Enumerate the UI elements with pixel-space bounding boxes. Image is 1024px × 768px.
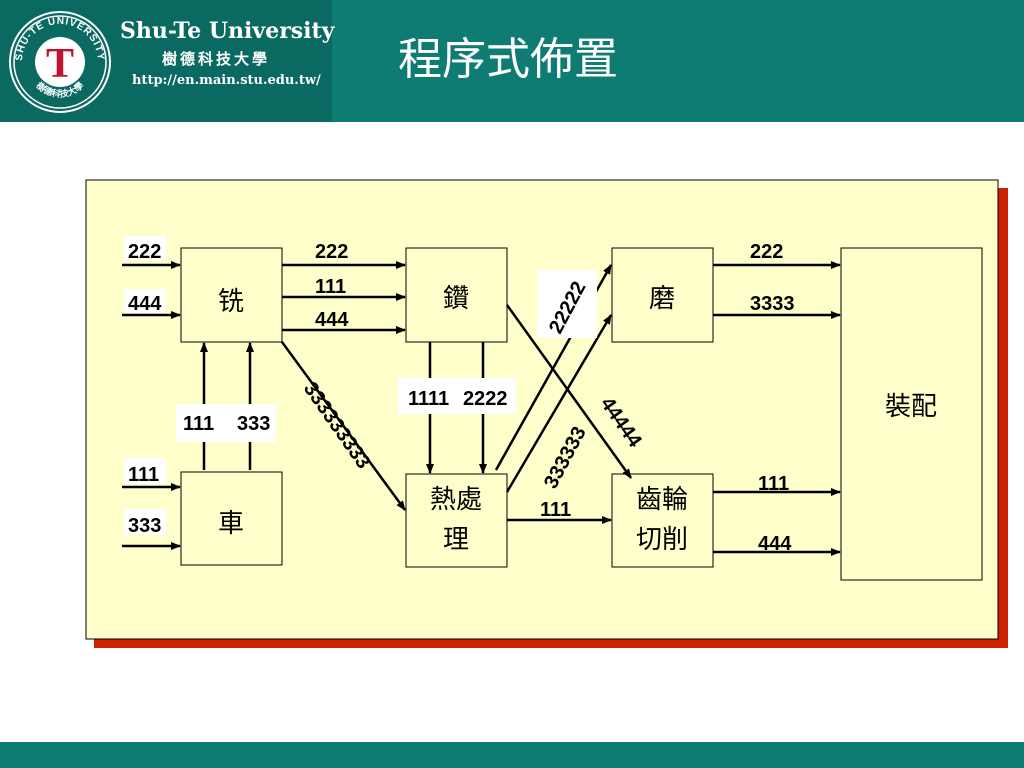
label-lathe-mill-1: 111 bbox=[183, 413, 214, 435]
label-mill-drill-1: 222 bbox=[315, 241, 348, 263]
header-bar: SHU-TE UNIVERSITY 樹德科技大學 T Shu-Te Univer… bbox=[0, 0, 1024, 122]
node-heat-treat-label-2: 理 bbox=[443, 525, 469, 555]
label-mill-in-bottom: 444 bbox=[128, 293, 162, 315]
label-gear-assembly-1: 111 bbox=[758, 473, 789, 495]
node-gear-cut bbox=[611, 473, 714, 568]
logo-panel: SHU-TE UNIVERSITY 樹德科技大學 T Shu-Te Univer… bbox=[0, 0, 335, 122]
page-title: 程序式佈置 bbox=[398, 34, 618, 85]
label-gear-assembly-2: 444 bbox=[758, 533, 792, 555]
node-gear-cut-label-2: 切削 bbox=[636, 525, 688, 555]
arrow-mill-heat bbox=[280, 341, 407, 511]
label-drill-heat-2: 2222 bbox=[463, 388, 508, 410]
node-heat-treat bbox=[405, 473, 508, 568]
node-gear-cut-label-1: 齒輪 bbox=[636, 485, 688, 515]
node-lathe bbox=[180, 471, 283, 566]
node-mill-label: 铣 bbox=[218, 287, 244, 317]
seal-letter: T bbox=[46, 41, 74, 87]
node-lathe-label: 車 bbox=[218, 509, 244, 539]
label-mill-in-top: 222 bbox=[128, 241, 161, 263]
label-grind-assembly-2: 3333 bbox=[750, 293, 795, 315]
label-drill-heat-1: 1111 bbox=[408, 388, 449, 410]
node-drill-label: 鑽 bbox=[443, 284, 469, 314]
arrow-drill-gear bbox=[505, 304, 633, 479]
label-heat-gear: 111 bbox=[540, 499, 571, 521]
label-lathe-mill-2: 333 bbox=[237, 413, 270, 435]
node-assembly bbox=[840, 247, 983, 581]
university-seal-icon: SHU-TE UNIVERSITY 樹德科技大學 T bbox=[9, 11, 111, 113]
footer-bar bbox=[0, 742, 1024, 768]
arrow-heat-grind-2 bbox=[505, 314, 613, 493]
label-grind-assembly-1: 222 bbox=[750, 241, 783, 263]
node-assembly-label: 裝配 bbox=[885, 392, 937, 422]
label-lathe-in-bottom: 333 bbox=[128, 515, 161, 537]
university-url[interactable]: http://en.main.stu.edu.tw/ bbox=[132, 73, 321, 88]
university-chinese-name: 樹德科技大學 bbox=[162, 50, 271, 68]
node-grind-label: 磨 bbox=[649, 284, 675, 314]
university-name: Shu-Te University bbox=[120, 18, 335, 44]
node-drill bbox=[405, 247, 508, 343]
node-grind bbox=[611, 247, 714, 343]
label-mill-drill-3: 444 bbox=[315, 309, 349, 331]
node-mill bbox=[180, 247, 283, 343]
label-lathe-in-top: 111 bbox=[128, 464, 159, 486]
label-mill-drill-2: 111 bbox=[315, 276, 346, 298]
node-heat-treat-label-1: 熱處 bbox=[430, 485, 482, 515]
